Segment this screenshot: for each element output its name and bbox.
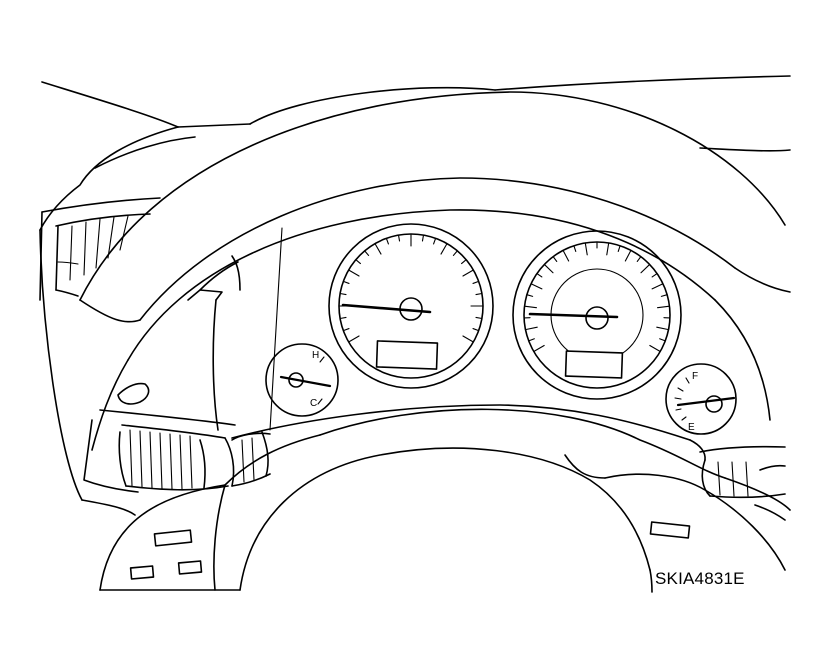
speedometer-ticks	[523, 241, 671, 353]
steering-button-left-top[interactable]	[153, 529, 193, 547]
steering-wheel-lower	[99, 408, 791, 593]
left-stalk	[118, 424, 271, 491]
tachometer-tick	[462, 269, 474, 277]
right-stalk	[699, 445, 786, 521]
column-shroud	[231, 404, 706, 461]
temperature-gauge: H C	[265, 343, 339, 417]
tachometer-tick	[472, 328, 480, 332]
steering-wheel-buttons	[129, 521, 691, 580]
fuel-gauge: F E	[665, 363, 737, 435]
speedometer-tick	[617, 245, 621, 252]
tachometer-tick	[342, 280, 350, 284]
tachometer-tick	[339, 316, 347, 320]
fuel-full-label: F	[692, 371, 698, 382]
speedometer-tick	[528, 338, 535, 342]
speedometer-tick	[562, 249, 570, 262]
tachometer-tick	[475, 292, 483, 296]
steering-wheel-upper-rim	[79, 91, 791, 323]
speedometer-tick	[552, 256, 558, 262]
speedometer-tick	[543, 263, 554, 274]
speedometer-tick	[573, 245, 577, 252]
speedometer-tick	[651, 272, 658, 278]
speedometer-tick	[636, 256, 642, 262]
steering-button-left-bottom-1[interactable]	[129, 565, 155, 580]
tachometer-tick	[440, 243, 448, 255]
speedometer-tick	[624, 249, 632, 262]
dashboard-outline	[39, 75, 791, 231]
tachometer-tick	[461, 259, 467, 265]
tachometer-tick	[475, 316, 483, 320]
tachometer-tick	[385, 237, 389, 245]
tachometer-tick	[355, 259, 361, 265]
steering-button-right[interactable]	[649, 521, 691, 539]
fuel-hub	[705, 395, 723, 413]
tachometer-ticks	[338, 233, 484, 343]
left-dash-panel	[39, 229, 236, 516]
temperature-cold-label: C	[310, 398, 317, 409]
fuel-needle	[676, 396, 736, 407]
tachometer-tick	[397, 234, 401, 242]
tachometer-tick	[339, 292, 347, 296]
speedometer-tick	[659, 338, 666, 342]
speedometer-tick	[526, 294, 534, 297]
speedometer-tick	[656, 326, 670, 331]
tachometer-tick	[348, 269, 360, 277]
speedometer-tick	[523, 305, 537, 309]
speedometer-tick	[657, 305, 671, 309]
tachometer-tick	[472, 280, 480, 284]
speedometer-display-window	[564, 350, 624, 379]
cluster-hood	[91, 209, 771, 451]
steering-button-left-bottom-2[interactable]	[177, 560, 203, 575]
speedometer-tick	[651, 283, 664, 290]
speedometer-needle	[528, 312, 619, 319]
tachometer-tick	[433, 237, 437, 245]
temperature-high-label: H	[312, 350, 319, 361]
temperature-needle	[279, 375, 332, 388]
speedometer-tick	[640, 263, 651, 274]
speedometer-tick	[660, 294, 668, 297]
figure-reference-code: SKIA4831E	[655, 569, 745, 588]
speedometer-tick	[533, 344, 545, 353]
tachometer-tick	[462, 335, 474, 343]
speedometer-tick	[606, 242, 610, 256]
speedometer-tick	[649, 344, 661, 353]
speedometer-tick	[530, 283, 543, 290]
left-air-vent	[39, 197, 161, 301]
speedometer-tick	[536, 272, 543, 278]
tachometer-tick	[452, 250, 458, 256]
tachometer-tick	[364, 250, 370, 256]
tachometer-display-window	[375, 340, 439, 370]
fuel-empty-label: E	[688, 422, 695, 433]
tachometer-tick	[374, 243, 382, 255]
tachometer-tick	[342, 328, 350, 332]
tachometer-tick	[348, 335, 360, 343]
speedometer-tick	[584, 242, 588, 256]
tachometer	[328, 223, 494, 389]
speedometer-tick	[524, 326, 538, 331]
speedometer-hub	[585, 306, 609, 330]
speedometer	[512, 230, 682, 400]
tachometer-needle	[341, 303, 432, 314]
tachometer-tick	[421, 234, 425, 242]
